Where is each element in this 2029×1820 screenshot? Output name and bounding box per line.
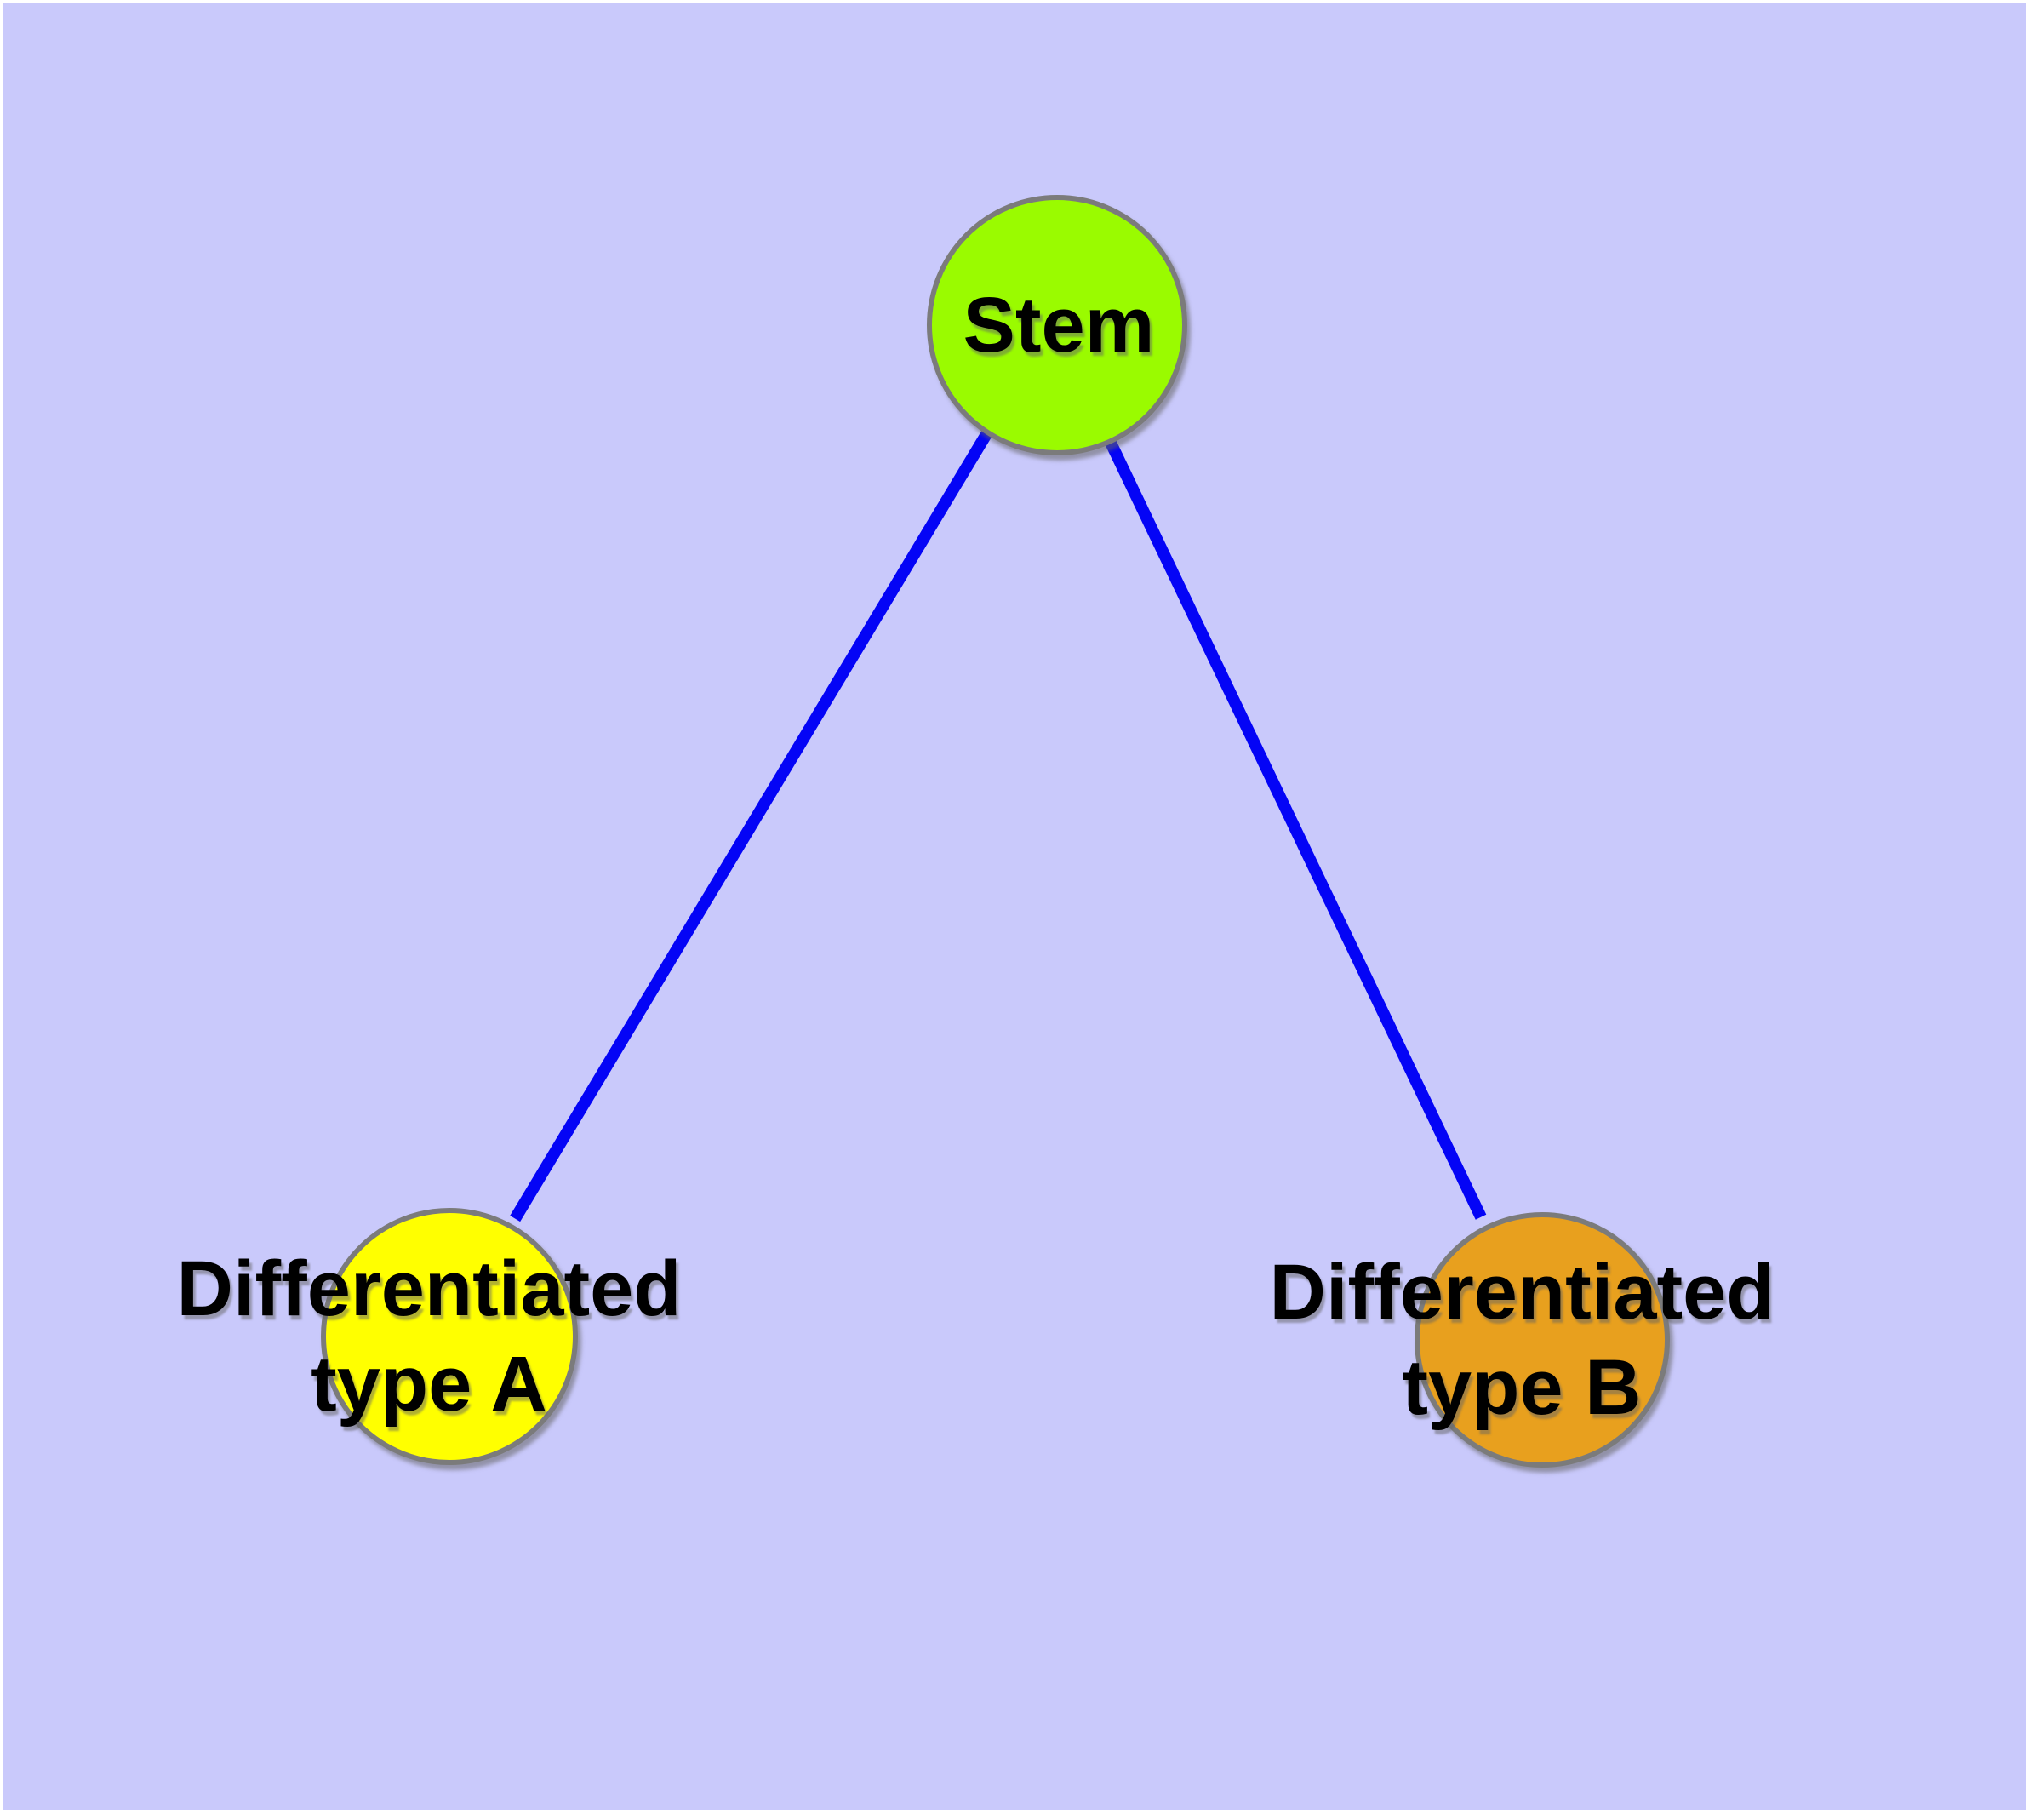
- edges-layer: [510, 429, 1487, 1222]
- node-stem[interactable]: [927, 195, 1187, 455]
- edge-stem-type-a: [510, 429, 993, 1222]
- node-type-b[interactable]: [1415, 1212, 1670, 1468]
- node-type-a[interactable]: [321, 1208, 578, 1465]
- edge-stem-type-b: [1103, 435, 1487, 1220]
